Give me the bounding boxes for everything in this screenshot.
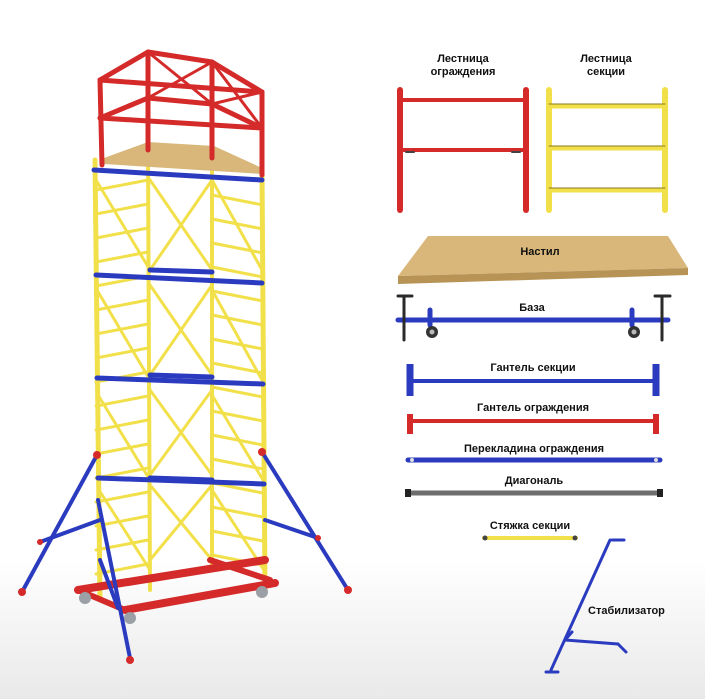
ladder-rung	[210, 409, 265, 423]
ladder-rung	[210, 361, 265, 375]
red-guard-rails	[97, 49, 265, 178]
section-ladder-label: Лестница секции	[580, 53, 632, 78]
diagonal-braces	[94, 178, 266, 572]
wooden-deck-icon	[398, 236, 688, 284]
red-guard-dumbbell-icon	[407, 414, 659, 434]
ladder-rung	[94, 538, 150, 552]
yellow-section-tie-icon	[482, 535, 578, 541]
ladder-rung	[210, 241, 265, 255]
top-deck	[104, 142, 262, 174]
ladder-rung	[210, 289, 265, 303]
ladder-rung	[94, 442, 150, 456]
section-tie-label: Стяжка секции	[489, 520, 571, 532]
red-guard-ladder-icon	[397, 87, 529, 213]
ladder-rung	[94, 298, 150, 312]
stabilizer-label: Стабилизатор	[588, 605, 665, 617]
ladder-rung	[210, 385, 265, 399]
ladder-rung	[94, 346, 150, 360]
blue-section-dumbbell-icon	[406, 364, 660, 396]
ladder-rung	[210, 313, 265, 327]
guard-ladder-label: Лестница ограждения	[430, 53, 496, 78]
ladder-rung	[94, 178, 150, 192]
ladder-rung	[94, 202, 150, 216]
ladder-rung	[94, 226, 150, 240]
stabilizer-outrigger-icon	[544, 538, 628, 674]
ladder-rung	[210, 337, 265, 351]
blue-level-dumbbells	[91, 155, 267, 487]
ladder-rung	[210, 265, 265, 279]
ladder-rung	[94, 322, 150, 336]
base-label: База	[519, 302, 545, 314]
guard-crossbar-label: Перекладина ограждения	[463, 443, 605, 455]
ladder-rung	[94, 418, 150, 432]
blue-guard-crossbar-icon	[405, 457, 663, 463]
assembled-scaffold-tower-illustration	[18, 49, 352, 664]
diagonal-label: Диагональ	[504, 475, 564, 487]
base-with-wheels-icon	[395, 294, 672, 342]
section-dumbbell-label: Гантель секции	[490, 362, 576, 374]
deck-label: Настил	[520, 246, 560, 258]
tower-stabilizers	[18, 448, 352, 664]
guard-dumbbell-label: Гантель ограждения	[476, 402, 590, 414]
gray-diagonal-bar-icon	[405, 489, 663, 497]
ladder-rung	[210, 505, 265, 519]
ladder-rung	[210, 529, 265, 543]
yellow-section-ladder-icon	[546, 87, 668, 213]
